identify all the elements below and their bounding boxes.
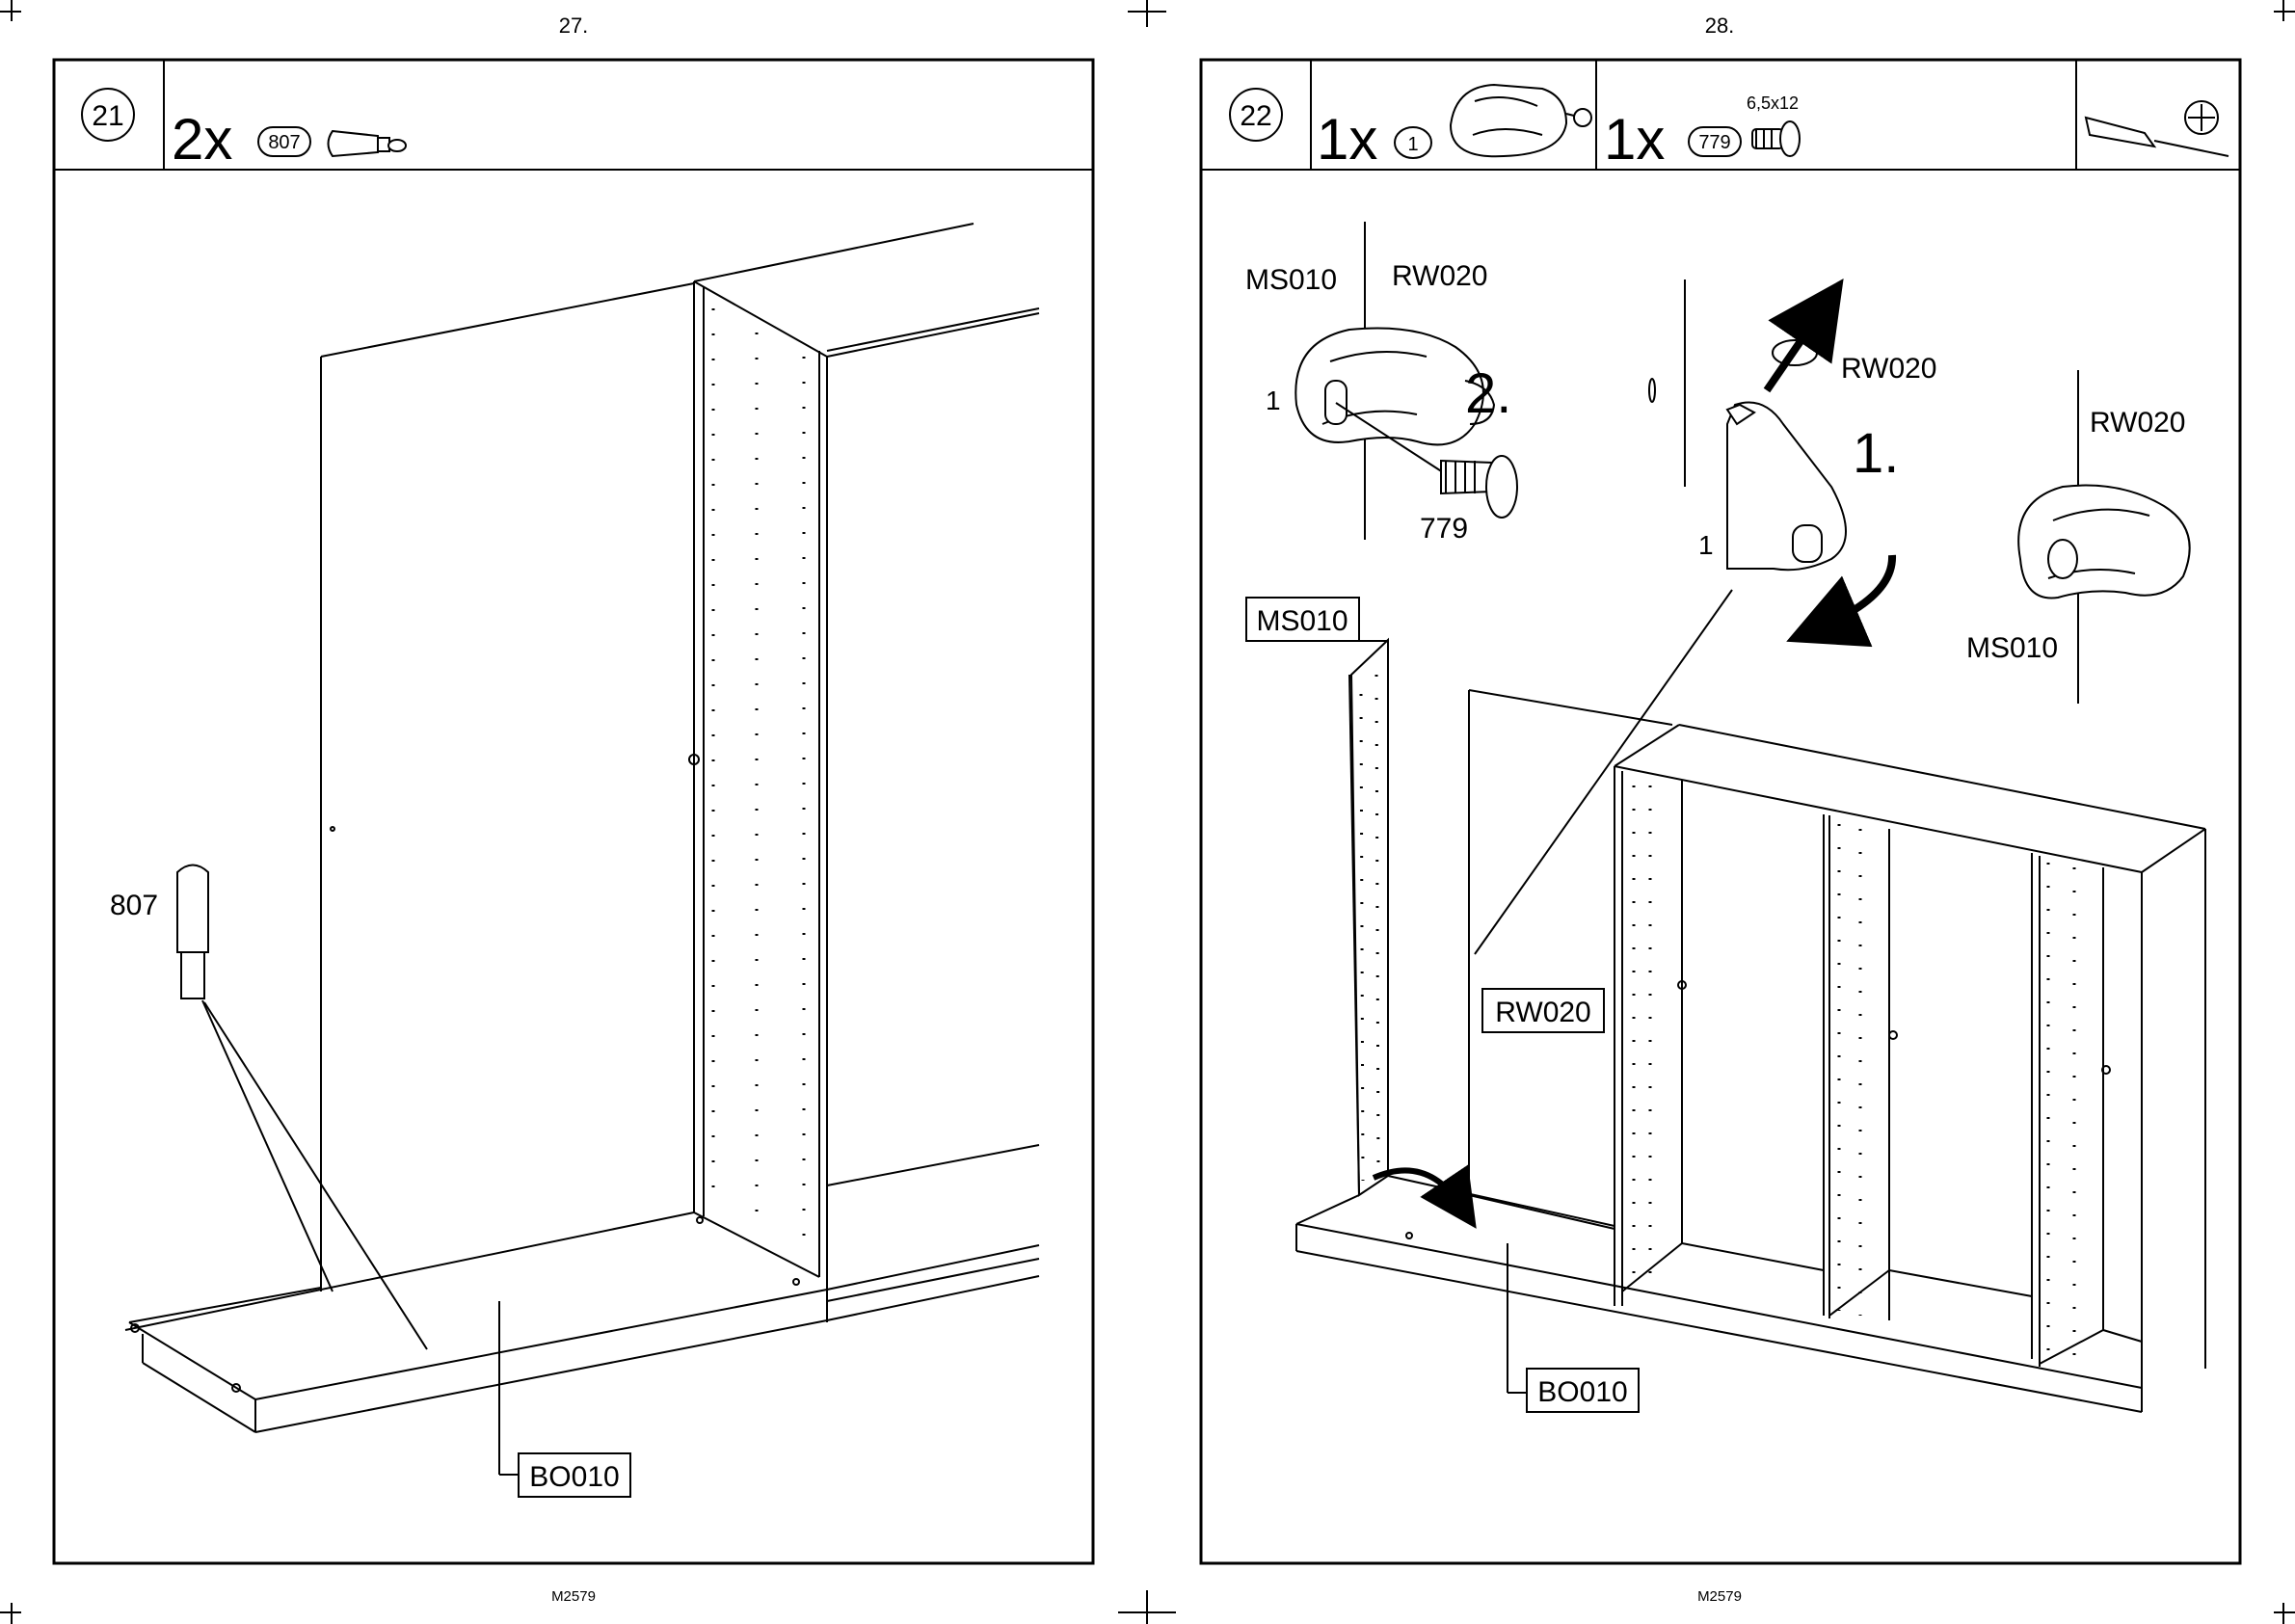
dowel-807-detail (177, 865, 208, 999)
step-1-marker: 1. (1853, 422, 1899, 485)
part-id-2: 779 (1698, 132, 1730, 153)
rw020-label: RW020 (1495, 997, 1591, 1028)
step-22-panel: 22 1x 1 1x 779 6,5x12 (1201, 60, 2240, 1563)
step-21-panel: 21 2x 807 (54, 60, 1093, 1563)
phillips-screwdriver-icon (2086, 101, 2228, 156)
step-2-marker: 2. (1465, 362, 1511, 425)
part-qty-1: 1x (1317, 107, 1377, 172)
detail-label-1: 1 (1266, 386, 1281, 415)
part-id: 807 (268, 132, 300, 153)
dowel-label: 807 (110, 890, 158, 921)
board-label: BO010 (529, 1461, 619, 1493)
part-id-1: 1 (1407, 134, 1418, 155)
detail-label-ms-right: MS010 (1966, 632, 2058, 664)
ms010-label: MS010 (1256, 605, 1348, 637)
detail-label-rw-right: RW020 (2090, 407, 2186, 439)
dowel-icon (329, 131, 407, 156)
detail-label-1-mid: 1 (1698, 530, 1714, 560)
detail-label-rw-mid: RW020 (1841, 353, 1937, 385)
step-number: 22 (1240, 100, 1271, 132)
bo010-label: BO010 (1537, 1376, 1627, 1408)
screw-icon (1752, 121, 1800, 156)
part-qty-2: 1x (1604, 107, 1665, 172)
connector-icon (1451, 85, 1591, 156)
wardrobe-assembly-drawing (1296, 619, 2205, 1412)
part-qty: 2x (172, 107, 232, 172)
detail-label-ms: MS010 (1245, 264, 1337, 296)
cabinet-drawing (125, 224, 1039, 1475)
screw-label: 779 (1420, 513, 1468, 545)
shelf-holes (713, 308, 804, 1253)
step-number: 21 (92, 100, 123, 132)
screw-size: 6,5x12 (1747, 93, 1799, 113)
detail-label-rw: RW020 (1392, 260, 1488, 292)
